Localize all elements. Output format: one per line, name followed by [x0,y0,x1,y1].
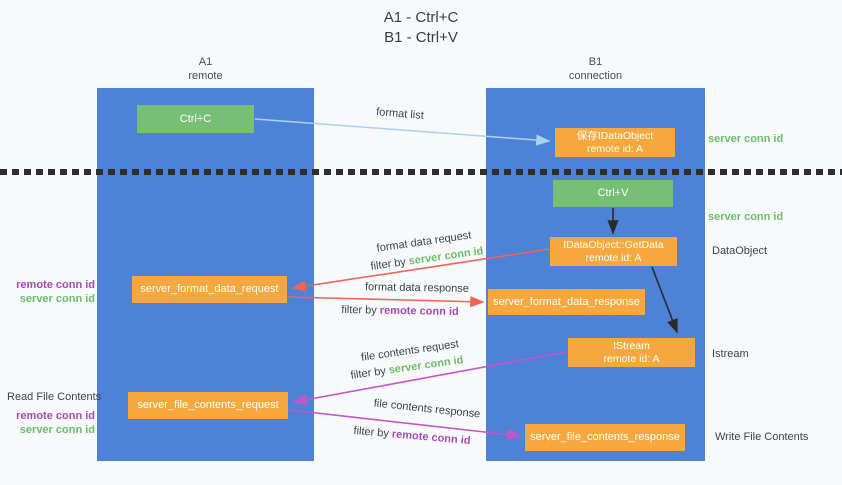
lifeline-a1-role: remote [188,70,223,82]
node-getdata-line2: remote id: A [585,251,642,264]
lifeline-b1-role: connection [568,70,623,82]
title-line-2: B1 - Ctrl+V [384,29,458,46]
format-data-response-filter-label: filter by remote conn id [341,304,459,318]
diagram-title: A1 - Ctrl+C B1 - Ctrl+V [0,8,842,48]
format-list-arrow [254,118,551,146]
server-conn-id-label: server conn id [19,424,95,436]
node-server-format-data-request: server_format_data_request [132,276,287,303]
istream-label: Istream [712,348,749,360]
server-conn-id-label-top: server conn id [708,133,784,145]
node-ctrl-v: Ctrl+V [553,180,673,207]
node-server-file-contents-request-label: server_file_contents_request [137,399,279,411]
lifeline-header-b1: B1 connection [486,55,705,83]
node-getdata-line1: IDataObject::GetData [563,238,664,251]
server-conn-id-label-mid: server conn id [708,211,784,223]
node-server-format-data-response: server_format_data_response [488,289,645,315]
remote-conn-id-label: remote conn id [16,410,95,422]
remote-conn-id-label: remote conn id [16,279,95,291]
node-server-format-data-response-label: server_format_data_response [493,295,640,308]
lifeline-header-a1: A1 remote [97,55,314,83]
node-istream-line2: remote id: A [603,352,660,365]
lifeline-b1-name: B1 [588,56,603,68]
node-idataobject-getdata: IDataObject::GetData remote id: A [550,237,677,266]
write-file-contents-label: Write File Contents [715,431,809,443]
node-server-file-contents-response-label: server_file_contents_response [530,431,680,443]
node-ctrl-v-label: Ctrl+V [597,187,629,199]
node-server-file-contents-request: server_file_contents_request [128,392,288,419]
left-conn-ids-top: remote conn id server conn id [8,278,95,306]
node-server-format-data-request-label: server_format_data_request [140,283,279,295]
remote-conn-id-text: remote conn id [379,304,459,319]
left-conn-ids-bottom: remote conn id server conn id [8,409,95,437]
node-ctrl-c: Ctrl+C [137,105,254,133]
node-istream: IStream remote id: A [568,338,695,367]
node-save-idataobject: 保存IDataObject remote id: A [555,128,675,157]
lifeline-a1-name: A1 [198,56,213,68]
format-data-response-arrow [287,296,485,308]
format-data-request-arrow [291,248,551,292]
dataobject-label: DataObject [712,245,768,257]
node-ctrl-c-label: Ctrl+C [179,112,212,125]
node-istream-line1: IStream [613,339,650,352]
server-conn-id-label: server conn id [19,293,95,305]
node-save-idataobject-line2: remote id: A [586,142,644,155]
node-save-idataobject-line1: 保存IDataObject [576,129,654,142]
file-contents-response-arrow [289,409,522,441]
file-contents-request-arrow [292,351,567,406]
node-server-file-contents-response: server_file_contents_response [525,424,685,451]
title-line-1: A1 - Ctrl+C [383,9,459,26]
read-file-contents-label: Read File Contents [7,391,102,403]
getdata-to-istream-arrow [651,266,678,334]
session-separator-line [0,169,842,175]
format-data-response-label: format data response [364,281,470,295]
filter-by-text: filter by [341,303,380,317]
